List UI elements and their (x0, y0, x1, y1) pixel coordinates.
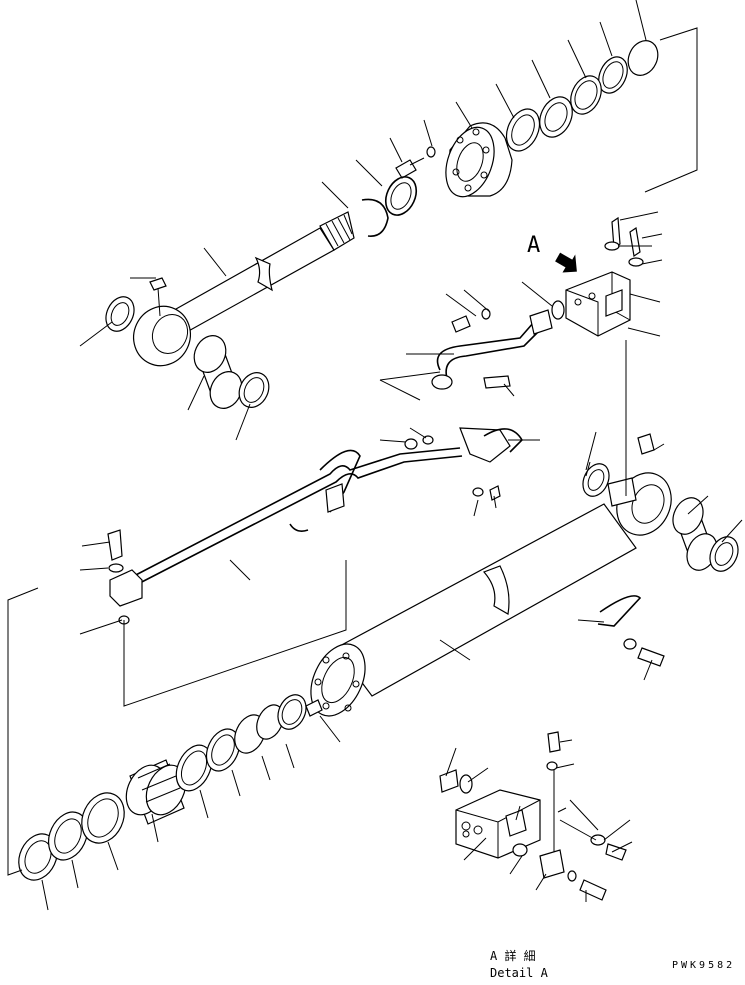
drawing-code: PWK9582 (672, 960, 735, 971)
hydraulic-piping (109, 308, 553, 607)
callout-leaders (41, 0, 743, 911)
view-a-arrow (555, 252, 577, 273)
seal-ring-set-upper (505, 40, 659, 152)
upper-rod-assembly (105, 27, 698, 409)
piston-seal-set (7, 587, 323, 881)
cylinder-tube (107, 340, 739, 717)
piston-rod (133, 211, 355, 367)
cylinder-head-upper (445, 122, 513, 198)
rod-end-bushing (105, 296, 270, 409)
view-a-label: A (527, 233, 540, 258)
detail-a-label-en: Detail A (490, 966, 549, 980)
safety-valve-block (551, 211, 663, 337)
detail-a-label-jp: A 詳 細 (490, 948, 536, 963)
retaining-rings (361, 176, 418, 237)
head-bolt (395, 146, 436, 179)
detail-a-group (439, 731, 627, 901)
